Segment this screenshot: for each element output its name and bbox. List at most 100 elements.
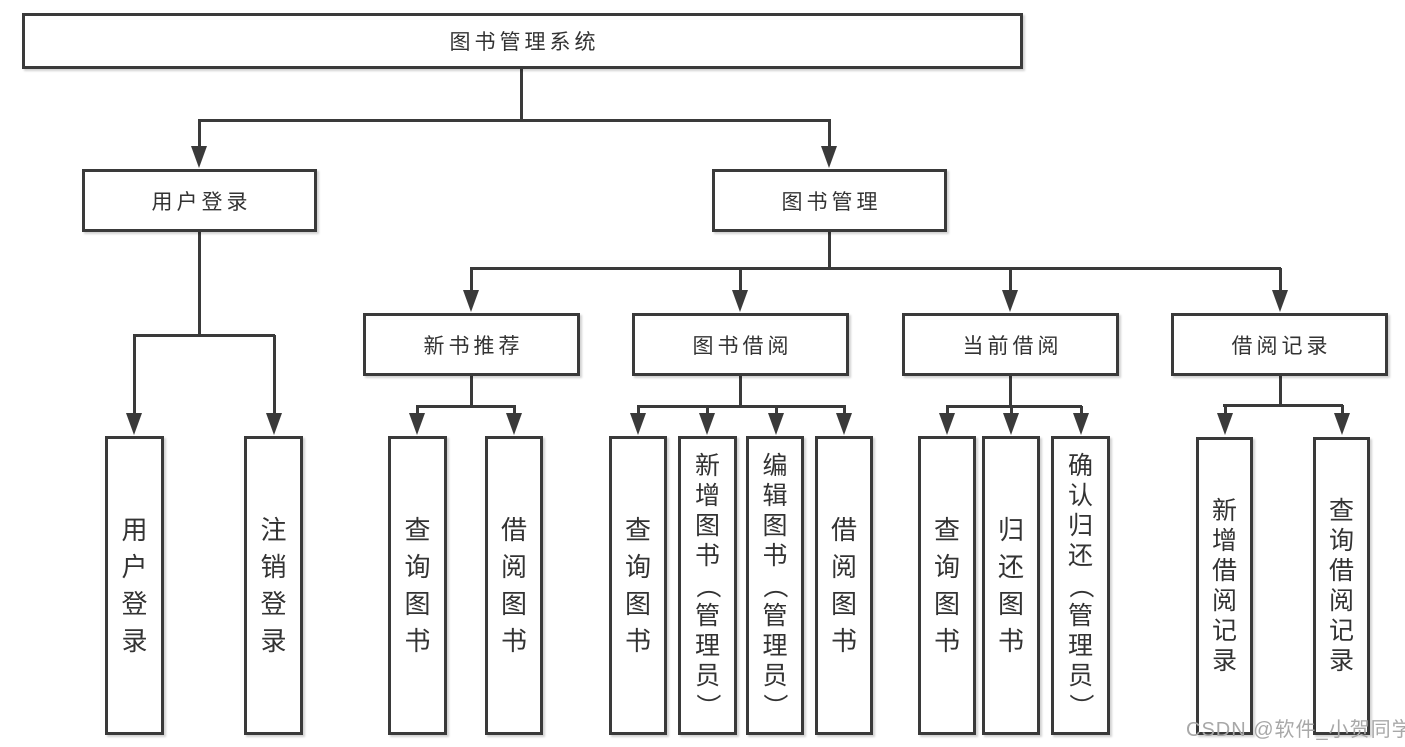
vertical-char: 图 [404, 588, 431, 619]
node-borrowing-records: 借阅记录 [1171, 313, 1388, 376]
connector-line [946, 405, 1082, 408]
arrow-head [1217, 413, 1233, 435]
vertical-char: 借 [500, 514, 527, 545]
vertical-char: 增 [694, 481, 720, 510]
arrow-head [732, 290, 748, 312]
vertical-char: 书 [933, 625, 960, 656]
node-current-borrowing: 当前借阅 [902, 313, 1119, 376]
leaf-query-borrow-record: 查询借阅记录 [1313, 437, 1370, 735]
vertical-char: 图 [694, 511, 720, 540]
connector-arrow-down [1272, 268, 1288, 312]
leaf-query-books-borrow: 查询图书 [609, 436, 667, 735]
connector-line [1009, 376, 1012, 407]
vertical-char: （ [693, 572, 722, 599]
arrow-head [836, 413, 852, 435]
connector-arrow-down [1003, 406, 1019, 435]
vertical-char: 图 [624, 588, 651, 619]
vertical-char: （ [760, 572, 789, 599]
arrow-head [1334, 413, 1350, 435]
vertical-char: 新 [694, 451, 720, 480]
connector-line [198, 119, 831, 122]
connector-line [416, 405, 516, 408]
arrow-head [191, 146, 207, 168]
arrow-shaft [1079, 406, 1083, 415]
vertical-char: 管 [694, 601, 720, 630]
node-book-borrowing: 图书借阅 [632, 313, 849, 376]
connector-line [637, 405, 846, 408]
vertical-char: 确 [1067, 451, 1093, 480]
leaf-return-books: 归还图书 [982, 436, 1040, 735]
arrow-shaft [945, 406, 949, 415]
vertical-char: 员 [1067, 661, 1093, 690]
vertical-char: 书 [500, 625, 527, 656]
vertical-char: ） [693, 692, 722, 719]
connector-arrow-down [191, 120, 207, 168]
vertical-char: ） [760, 692, 789, 719]
vertical-char: 录 [1328, 647, 1354, 675]
arrow-head [939, 413, 955, 435]
vertical-char: 销 [260, 551, 287, 582]
vertical-char: 登 [260, 588, 287, 619]
vertical-char: 阅 [1211, 587, 1237, 615]
connector-arrow-down [266, 335, 282, 435]
vertical-char: 借 [1328, 557, 1354, 585]
vertical-char: 阅 [500, 551, 527, 582]
connector-line [1279, 376, 1282, 406]
vertical-char: 书 [404, 625, 431, 656]
leaf-confirm-return-admin: 确认归还（管理员） [1051, 436, 1110, 735]
vertical-char: 书 [762, 541, 788, 570]
connector-line [198, 232, 201, 336]
vertical-char: 理 [1067, 631, 1093, 660]
node-user-login: 用户登录 [82, 169, 317, 232]
vertical-char: 辑 [762, 481, 788, 510]
connector-arrow-down [630, 406, 646, 435]
vertical-char: 借 [1211, 557, 1237, 585]
leaf-query-books-recommend: 查询图书 [388, 436, 447, 735]
connector-line [470, 267, 1281, 270]
arrow-shaft [1278, 268, 1282, 292]
vertical-char: 管 [762, 601, 788, 630]
vertical-char: 询 [624, 551, 651, 582]
connector-arrow-down [463, 268, 479, 312]
arrow-head [506, 413, 522, 435]
arrow-shaft [197, 120, 201, 148]
node-book-management: 图书管理 [712, 169, 947, 232]
arrow-head [126, 413, 142, 435]
vertical-char: 理 [762, 631, 788, 660]
arrow-head [1003, 413, 1019, 435]
arrow-head [630, 413, 646, 435]
arrow-shaft [1223, 405, 1227, 415]
node-new-book-recommendation: 新书推荐 [363, 313, 580, 376]
arrow-head [1073, 413, 1089, 435]
vertical-char: 管 [1067, 601, 1093, 630]
arrow-head [463, 290, 479, 312]
vertical-char: 员 [762, 661, 788, 690]
vertical-char: 新 [1211, 497, 1237, 525]
vertical-char: 询 [933, 551, 960, 582]
connector-arrow-down [1002, 268, 1018, 312]
arrow-shaft [1008, 268, 1012, 292]
vertical-char: 书 [624, 625, 651, 656]
vertical-char: 录 [121, 625, 148, 656]
vertical-char: 图 [500, 588, 527, 619]
vertical-char: 书 [694, 541, 720, 570]
vertical-char: 询 [1328, 527, 1354, 555]
arrow-shaft [705, 406, 709, 415]
vertical-char: 录 [1211, 647, 1237, 675]
vertical-char: 阅 [830, 551, 857, 582]
connector-line [470, 376, 473, 407]
vertical-char: ） [1066, 692, 1095, 719]
vertical-char: 借 [830, 514, 857, 545]
arrow-shaft [738, 268, 742, 292]
vertical-char: 增 [1211, 527, 1237, 555]
vertical-char: 理 [694, 631, 720, 660]
vertical-char: 归 [1067, 511, 1093, 540]
vertical-char: 登 [121, 588, 148, 619]
arrow-head [1272, 290, 1288, 312]
arrow-shaft [512, 406, 516, 415]
vertical-char: 查 [404, 514, 431, 545]
arrow-head [768, 413, 784, 435]
vertical-char: 用 [121, 514, 148, 545]
vertical-char: 编 [762, 451, 788, 480]
vertical-char: 图 [830, 588, 857, 619]
